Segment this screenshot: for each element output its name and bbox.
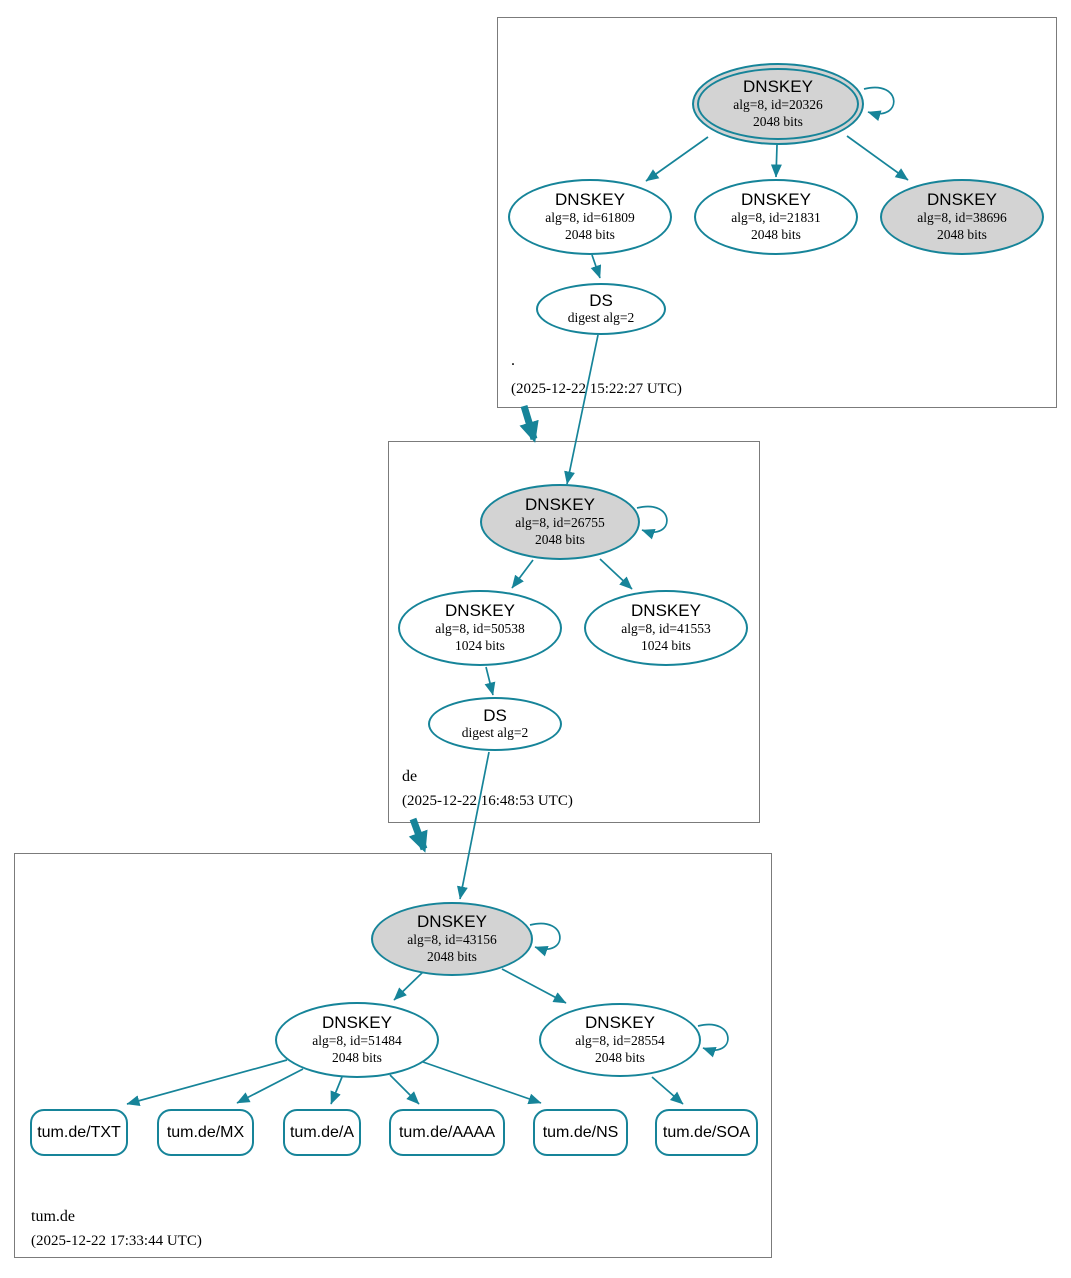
dnskey-node-38696: DNSKEY alg=8, id=38696 2048 bits	[880, 179, 1044, 255]
dnskey-alg-id: alg=8, id=51484	[312, 1032, 402, 1048]
rrset-node-tum-de-mx: tum.de/MX	[157, 1109, 254, 1156]
dnskey-node-20326: DNSKEY alg=8, id=20326 2048 bits	[692, 63, 864, 145]
dnskey-bits: 1024 bits	[455, 637, 505, 653]
zone-label-tum-de: tum.de	[31, 1208, 75, 1225]
dnskey-node-21831: DNSKEY alg=8, id=21831 2048 bits	[694, 179, 858, 255]
dnskey-bits: 2048 bits	[427, 948, 477, 964]
dnskey-bits: 1024 bits	[641, 637, 691, 653]
dnskey-node-61809: DNSKEY alg=8, id=61809 2048 bits	[508, 179, 672, 255]
dnskey-node-51484: DNSKEY alg=8, id=51484 2048 bits	[275, 1002, 439, 1078]
dnskey-bits: 2048 bits	[753, 113, 803, 129]
dnskey-alg-id: alg=8, id=50538	[435, 620, 525, 636]
rrset-label: tum.de/A	[289, 1123, 355, 1141]
dnskey-title: DNSKEY	[927, 190, 997, 210]
ds-node-root: DS digest alg=2	[536, 283, 666, 335]
zone-label-de: de	[402, 768, 418, 785]
dnskey-title: DNSKEY	[631, 601, 701, 621]
zone-label-root: .	[511, 352, 515, 369]
delegation-arrow-de-to-tum-de	[408, 817, 428, 853]
dnskey-bits: 2048 bits	[535, 531, 585, 547]
rrset-node-tum-de-a: tum.de/A	[283, 1109, 361, 1156]
rrset-label: tum.de/TXT	[37, 1123, 121, 1141]
dnskey-title: DNSKEY	[525, 495, 595, 515]
rrset-label: tum.de/NS	[542, 1123, 619, 1141]
dnskey-bits: 2048 bits	[937, 226, 987, 242]
dnskey-bits: 2048 bits	[332, 1049, 382, 1065]
dnskey-title: DNSKEY	[445, 601, 515, 621]
rrset-node-tum-de-txt: tum.de/TXT	[30, 1109, 128, 1156]
ds-digest-alg: digest alg=2	[461, 725, 529, 741]
dnskey-node-26755: DNSKEY alg=8, id=26755 2048 bits	[480, 484, 640, 560]
zone-timestamp-root: (2025-12-22 15:22:27 UTC)	[511, 381, 682, 397]
dnskey-bits: 2048 bits	[751, 226, 801, 242]
dnskey-alg-id: alg=8, id=61809	[545, 209, 635, 225]
dnskey-title: DNSKEY	[741, 190, 811, 210]
dnskey-alg-id: alg=8, id=38696	[917, 209, 1007, 225]
rrset-node-tum-de-soa: tum.de/SOA	[655, 1109, 758, 1156]
rrset-node-tum-de-aaaa: tum.de/AAAA	[389, 1109, 505, 1156]
ds-node-de: DS digest alg=2	[428, 697, 562, 751]
rrset-node-tum-de-ns: tum.de/NS	[533, 1109, 628, 1156]
dnskey-node-50538: DNSKEY alg=8, id=50538 1024 bits	[398, 590, 562, 666]
dnskey-title: DNSKEY	[322, 1013, 392, 1033]
rrset-label: tum.de/MX	[166, 1123, 245, 1141]
dnskey-alg-id: alg=8, id=26755	[515, 514, 605, 530]
zone-timestamp-tum-de: (2025-12-22 17:33:44 UTC)	[31, 1233, 202, 1249]
zone-timestamp-de: (2025-12-22 16:48:53 UTC)	[402, 793, 573, 809]
dnskey-alg-id: alg=8, id=28554	[575, 1032, 665, 1048]
ds-digest-alg: digest alg=2	[567, 310, 635, 326]
dnskey-node-28554: DNSKEY alg=8, id=28554 2048 bits	[539, 1003, 701, 1077]
ds-title: DS	[589, 290, 613, 310]
dnskey-title: DNSKEY	[743, 77, 813, 97]
dnskey-alg-id: alg=8, id=21831	[731, 209, 821, 225]
rrset-label: tum.de/SOA	[662, 1123, 751, 1141]
dnskey-alg-id: alg=8, id=41553	[621, 620, 711, 636]
delegation-arrow-root-to-de	[519, 404, 539, 443]
ds-title: DS	[483, 705, 507, 725]
dnskey-bits: 2048 bits	[595, 1049, 645, 1065]
dnskey-alg-id: alg=8, id=20326	[733, 96, 823, 112]
dnskey-bits: 2048 bits	[565, 226, 615, 242]
dnskey-node-43156: DNSKEY alg=8, id=43156 2048 bits	[371, 902, 533, 976]
dnskey-node-41553: DNSKEY alg=8, id=41553 1024 bits	[584, 590, 748, 666]
dnskey-title: DNSKEY	[417, 912, 487, 932]
dnskey-title: DNSKEY	[555, 190, 625, 210]
rrset-label: tum.de/AAAA	[398, 1123, 496, 1141]
dnskey-title: DNSKEY	[585, 1013, 655, 1033]
dnskey-alg-id: alg=8, id=43156	[407, 931, 497, 947]
